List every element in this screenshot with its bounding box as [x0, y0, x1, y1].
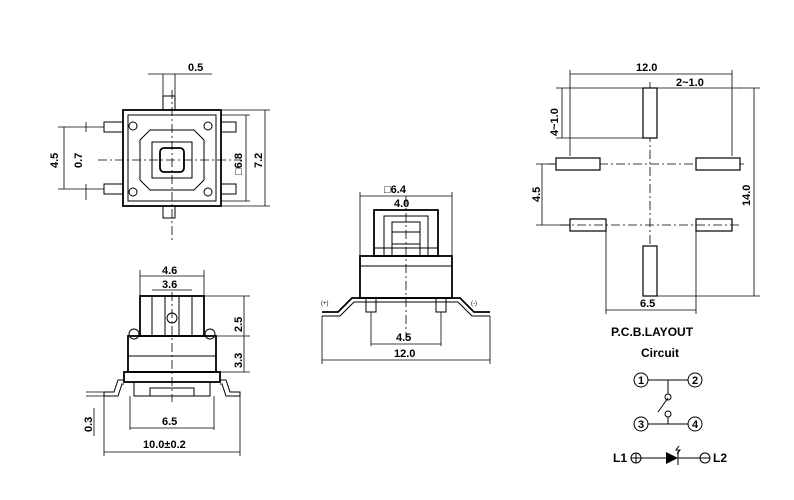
dim-cap-width: 4.6: [162, 265, 177, 277]
switch-blade: [657, 397, 669, 413]
top-view-corner-hole: [128, 187, 138, 197]
dim-pcb-width: 12.0: [636, 62, 657, 74]
dim-lead-width: 0.7: [73, 153, 85, 168]
top-view-corner-hole: [203, 121, 213, 131]
dim-pad-pitch: 6.5: [640, 298, 655, 310]
top-view-lead: [103, 121, 124, 133]
dim-lead-pitch: 6.5: [162, 416, 177, 428]
dim-cap-square: □6.8: [233, 153, 245, 175]
dim-row-spacing: 4.5: [531, 187, 543, 202]
top-view-tab: [162, 95, 176, 111]
pcb-pad: [642, 87, 658, 139]
dim-stem-width: 3.6: [162, 279, 177, 291]
pin-1-label: 1: [638, 375, 644, 387]
dim-overall: 12.0: [394, 348, 415, 360]
led-right-label: L2: [713, 451, 727, 465]
side-view-leg: [220, 379, 241, 397]
pcb-pad: [695, 157, 741, 171]
dim-lead-spacing: 4.5: [49, 153, 61, 168]
pin-3-label: 3: [638, 419, 644, 431]
mark-minus: (-): [471, 301, 477, 307]
mark-plus: (+): [321, 301, 329, 307]
top-view-lead: [220, 183, 237, 195]
circuit-title: Circuit: [641, 346, 679, 360]
dim-body-height: 7.2: [253, 153, 265, 168]
dim-inner: 4.0: [394, 198, 409, 210]
dim-square: □6.4: [384, 184, 407, 196]
top-view-lead: [103, 183, 124, 195]
dim-pcb-height: 14.0: [741, 185, 753, 206]
pcb-layout: 12.0 2~1.0 4~1.0 4.5 14.0 6.5 P.C.B.LAYO…: [531, 62, 760, 339]
dim-pad-length: 4~1.0: [549, 108, 561, 136]
front-view-base: [322, 297, 490, 313]
top-view: 0.5 4.5 0.7 □6.8 7.2: [49, 62, 270, 240]
led-diode-icon: [666, 452, 678, 464]
dim-total-width: 10.0±0.2: [143, 439, 186, 451]
circuit: Circuit 1 2 3 4 L1 L2: [613, 346, 727, 465]
pin-4-label: 4: [692, 419, 699, 431]
pcb-pad: [642, 245, 658, 297]
dim-cap-height: 2.5: [233, 317, 245, 332]
dim-body-height-side: 3.3: [233, 353, 245, 368]
pin-2-circle: [687, 372, 703, 388]
pcb-layout-title: P.C.B.LAYOUT: [611, 325, 694, 339]
led-left-label: L1: [613, 451, 627, 465]
pin-2-label: 2: [692, 375, 698, 387]
pin-4-circle: [687, 416, 703, 432]
dim-standoff: 0.3: [83, 417, 95, 432]
front-view: (+) (-) □6.4 4.0 4.5 12.0: [321, 184, 491, 364]
top-view-corner-hole: [203, 187, 213, 197]
side-view: 4.6 3.6 2.5 3.3 0.3 6.5 10.0±0.2: [83, 265, 250, 456]
top-view-tab: [162, 205, 176, 219]
dim-pad-offset: 2~1.0: [676, 77, 704, 89]
top-view-cap: [139, 129, 205, 191]
side-view-leg: [103, 379, 124, 397]
pcb-pad: [555, 157, 601, 171]
dim-lead-offset: 0.5: [188, 62, 203, 74]
top-view-corner-hole: [128, 121, 138, 131]
dim-pin-span: 4.5: [396, 332, 411, 344]
top-view-lead: [220, 121, 237, 133]
